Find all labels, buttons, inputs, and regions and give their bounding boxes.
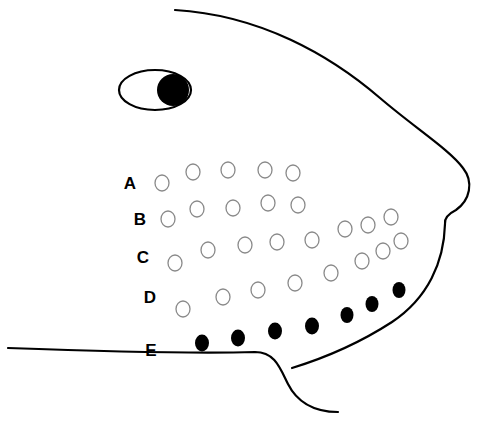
row-label: D — [144, 289, 156, 306]
pore — [190, 201, 204, 217]
pore — [226, 200, 240, 216]
pore — [305, 318, 319, 335]
pore — [251, 282, 265, 298]
pore — [270, 234, 284, 250]
pore — [366, 296, 379, 312]
head-outline — [175, 10, 469, 368]
jaw-outline — [8, 348, 338, 412]
row-label: B — [134, 211, 146, 228]
pore — [324, 265, 338, 281]
pore — [168, 255, 182, 271]
pore — [361, 217, 375, 233]
pore — [286, 165, 300, 181]
eye — [119, 70, 191, 110]
pore — [393, 282, 406, 298]
pore — [291, 197, 305, 213]
row-label: C — [137, 249, 149, 266]
pore — [268, 323, 282, 340]
pore — [355, 253, 369, 269]
pore — [231, 330, 245, 347]
row-label: E — [145, 342, 156, 359]
pupil — [157, 74, 189, 106]
pore — [288, 275, 302, 291]
pore — [161, 211, 175, 227]
filled-pores — [195, 282, 406, 352]
pore — [195, 335, 209, 352]
pore — [338, 221, 352, 237]
pore — [258, 162, 272, 178]
open-pores — [155, 162, 408, 317]
pore — [261, 195, 275, 211]
pore — [394, 233, 408, 249]
pore — [221, 162, 235, 178]
pore — [376, 243, 390, 259]
pore — [384, 209, 398, 225]
pore — [238, 237, 252, 253]
pore — [305, 232, 319, 248]
pore — [176, 301, 190, 317]
pore — [155, 175, 169, 191]
pore — [201, 242, 215, 258]
pore — [216, 289, 230, 305]
row-label: A — [124, 175, 136, 192]
pore — [186, 164, 200, 180]
pore — [341, 307, 354, 323]
